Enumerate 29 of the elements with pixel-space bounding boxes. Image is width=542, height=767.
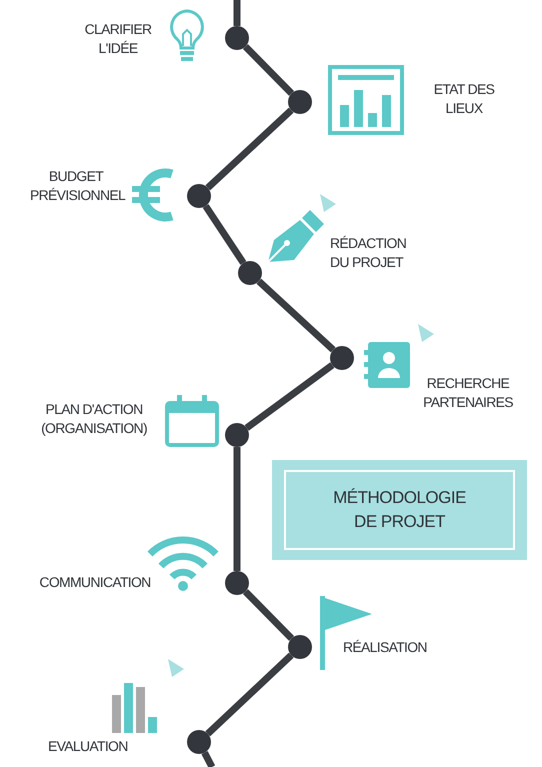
timeline-dot <box>187 730 211 754</box>
path-line <box>205 652 294 736</box>
path-line <box>242 44 294 96</box>
step-label: COMMUNICATION <box>38 573 152 592</box>
timeline-dot <box>225 423 249 447</box>
step-label: RÉDACTION DU PROJET <box>330 234 408 272</box>
path-line <box>202 204 246 265</box>
path-line <box>234 0 240 26</box>
timeline-dot <box>288 635 312 659</box>
step-label: PLAN D'ACTION (ORGANISATION) <box>40 400 148 438</box>
timeline-dot <box>225 571 249 595</box>
timeline-dot <box>330 346 354 370</box>
step-label: CLARIFIER L'IDÉE <box>84 20 152 58</box>
step-label: RÉALISATION <box>343 638 428 657</box>
path-line <box>205 108 294 190</box>
step-label: EVALUATION <box>48 737 129 756</box>
step-label: ETAT DES LIEUX <box>432 80 496 118</box>
timeline-dot <box>288 90 312 114</box>
timeline-dot <box>238 261 262 285</box>
path-line <box>201 751 216 767</box>
path-line <box>256 278 336 352</box>
step-label: RECHERCHE PARTENAIRES <box>422 374 514 412</box>
panel-title: MÉTHODOLOGIE DE PROJET <box>284 470 515 550</box>
path-line <box>244 362 334 431</box>
path-line <box>234 447 240 571</box>
path-line <box>242 589 294 641</box>
title-panel <box>272 460 527 560</box>
timeline-dot <box>187 184 211 208</box>
timeline-dot <box>225 26 249 50</box>
